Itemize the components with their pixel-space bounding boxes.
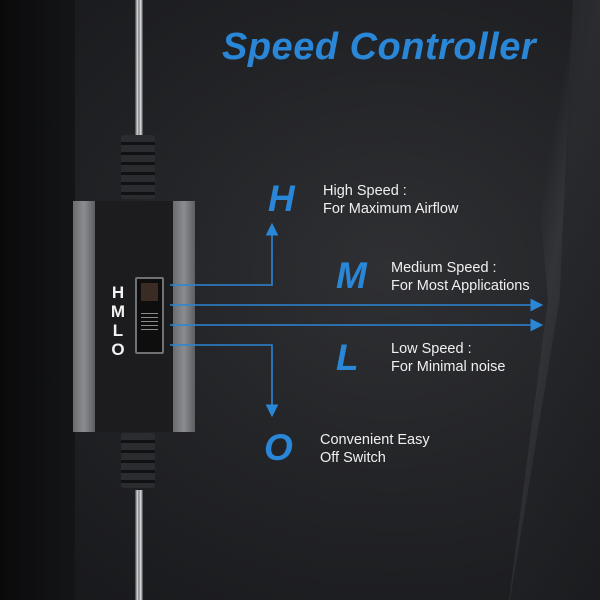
mode-l-title: Low Speed : [391,341,472,357]
slider-grip [141,313,158,333]
switch-label-h: H [111,283,125,302]
mode-desc-l: Low Speed : For Minimal noise [391,340,505,376]
mode-l-subtitle: For Minimal noise [391,359,506,375]
mode-h-title: High Speed : [323,183,407,199]
mode-o-title: Convenient Easy [320,432,430,448]
switch-label-m: M [110,302,126,321]
mode-m-subtitle: For Most Applications [391,278,530,294]
mode-letter-m: M [336,255,367,296]
strain-relief-top [121,135,155,199]
arrow-h [170,222,279,286]
mode-o-subtitle: Off Switch [320,450,386,466]
page-title: Speed Controller [222,26,537,68]
mode-letter-h: H [268,178,295,219]
arrow-o [170,344,279,418]
switch-label-l: L [112,321,124,340]
mode-desc-h: High Speed : For Maximum Airflow [323,182,458,218]
mode-m-title: Medium Speed : [391,260,497,276]
power-cable-top [135,0,143,140]
mode-letter-o: O [264,427,293,468]
switch-label-o: O [111,340,125,359]
speed-controller-box [73,201,195,432]
switch-position-labels: H M L O [110,283,126,359]
box-rail-left [73,201,95,432]
slider-knob[interactable] [141,283,158,301]
mode-desc-m: Medium Speed : For Most Applications [391,259,530,295]
background-shadow [0,0,75,600]
mode-letter-l: L [336,337,359,378]
box-rail-right [173,201,195,432]
mode-desc-o: Convenient Easy Off Switch [320,431,430,467]
power-cable-bottom [135,490,143,600]
speed-slider-switch[interactable] [135,277,164,354]
mode-h-subtitle: For Maximum Airflow [323,201,459,217]
strain-relief-bottom [121,433,155,488]
